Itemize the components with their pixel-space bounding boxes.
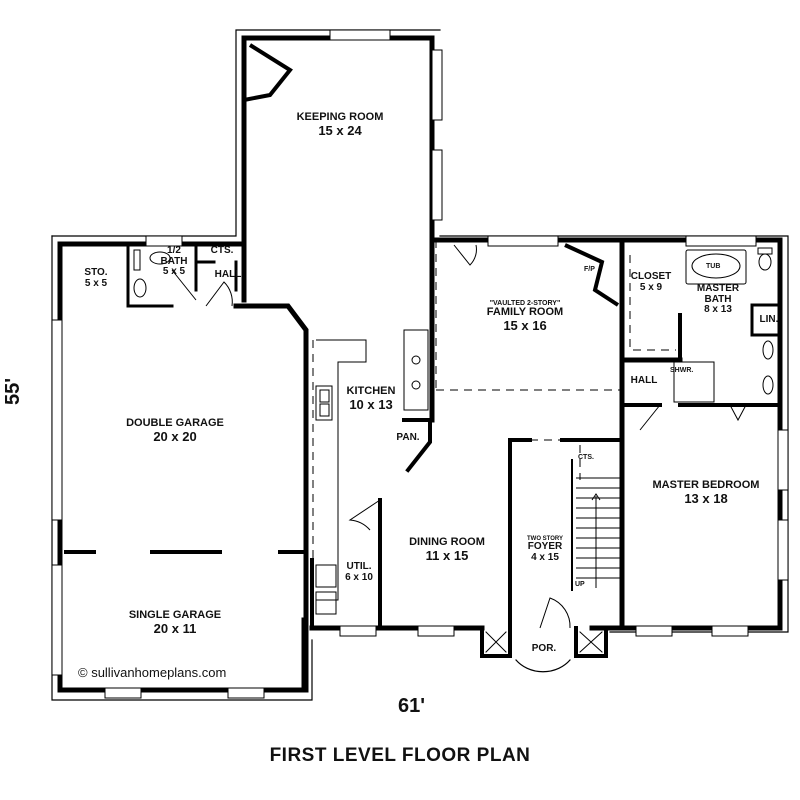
room-single-garage: SINGLE GARAGE 20 x 11 xyxy=(100,609,250,636)
width-dimension: 61' xyxy=(398,695,426,717)
room-name: DOUBLE GARAGE xyxy=(126,417,224,429)
room-size: 10 x 13 xyxy=(349,396,393,412)
copyright-text: © sullivanhomeplans.com xyxy=(78,665,227,680)
room-note: "VAULTED 2-STORY" xyxy=(489,300,561,307)
room-half-bath: 1/2 BATH 5 x 5 xyxy=(150,245,198,278)
room-name: 1/2 BATH xyxy=(160,245,188,267)
room-hall-right: HALL xyxy=(626,375,662,387)
room-name: MASTER BATH xyxy=(696,283,740,305)
room-name: CLOSET xyxy=(630,271,672,282)
room-storage: STO. 5 x 5 xyxy=(66,267,126,289)
room-name: POR. xyxy=(531,643,557,654)
room-name: UTIL. xyxy=(346,561,372,572)
room-name: KITCHEN xyxy=(346,385,396,397)
room-size: 5 x 9 xyxy=(639,281,663,293)
room-name: HALL xyxy=(214,269,242,280)
stairs-up-label: UP xyxy=(575,581,585,588)
room-size: 20 x 20 xyxy=(153,428,197,444)
room-name: LIN. xyxy=(759,314,779,325)
room-keeping-room: KEEPING ROOM 15 x 24 xyxy=(270,111,410,138)
room-hall-left: HALL xyxy=(208,269,248,281)
room-utility: UTIL. 6 x 10 xyxy=(334,561,384,583)
room-kitchen: KITCHEN 10 x 13 xyxy=(336,385,406,412)
room-name: CTS. xyxy=(210,245,234,256)
room-size: 5 x 5 xyxy=(84,277,108,289)
room-linen: LIN. xyxy=(756,314,782,326)
room-name: KEEPING ROOM xyxy=(296,111,384,123)
room-name: STO. xyxy=(84,267,108,278)
room-family-room: "VAULTED 2-STORY" FAMILY ROOM 15 x 16 xyxy=(450,300,600,333)
room-porch: POR. xyxy=(524,643,564,655)
shower-label: SHWR. xyxy=(670,367,694,374)
room-double-garage: DOUBLE GARAGE 20 x 20 xyxy=(100,417,250,444)
room-name: SINGLE GARAGE xyxy=(128,609,222,621)
room-size: 4 x 15 xyxy=(531,551,559,563)
room-size: 20 x 11 xyxy=(153,620,197,636)
room-name: HALL xyxy=(630,375,658,386)
plan-title: FIRST LEVEL FLOOR PLAN xyxy=(269,745,531,766)
room-master-bedroom: MASTER BEDROOM 13 x 18 xyxy=(636,479,776,506)
room-size: 5 x 5 xyxy=(162,266,186,277)
room-size: 13 x 18 xyxy=(684,490,728,506)
room-foyer: TWO STORY FOYER 4 x 15 xyxy=(520,536,570,563)
room-closets-top: CTS. xyxy=(204,245,240,257)
room-name: PAN. xyxy=(396,432,420,443)
depth-dimension: 55' xyxy=(2,377,25,406)
room-size: 15 x 16 xyxy=(503,317,547,333)
room-size: 15 x 24 xyxy=(318,122,362,138)
room-note: TWO STORY xyxy=(527,536,563,542)
room-name: FOYER xyxy=(527,541,563,553)
room-name: FAMILY ROOM xyxy=(486,306,564,319)
room-dining-room: DINING ROOM 11 x 15 xyxy=(392,536,502,563)
room-name: MASTER BEDROOM xyxy=(652,479,760,491)
room-size: 8 x 13 xyxy=(704,304,732,315)
room-closet: CLOSET 5 x 9 xyxy=(624,271,678,293)
room-size: 11 x 15 xyxy=(425,547,469,563)
fireplace-label: F/P xyxy=(584,266,595,273)
foyer-closet-label: CTS. xyxy=(578,454,594,461)
room-master-bath: MASTER BATH 8 x 13 xyxy=(690,283,746,316)
room-size: 6 x 10 xyxy=(345,571,373,583)
room-name: DINING ROOM xyxy=(409,536,485,548)
room-pantry: PAN. xyxy=(390,432,426,444)
tub-label: TUB xyxy=(706,263,721,270)
